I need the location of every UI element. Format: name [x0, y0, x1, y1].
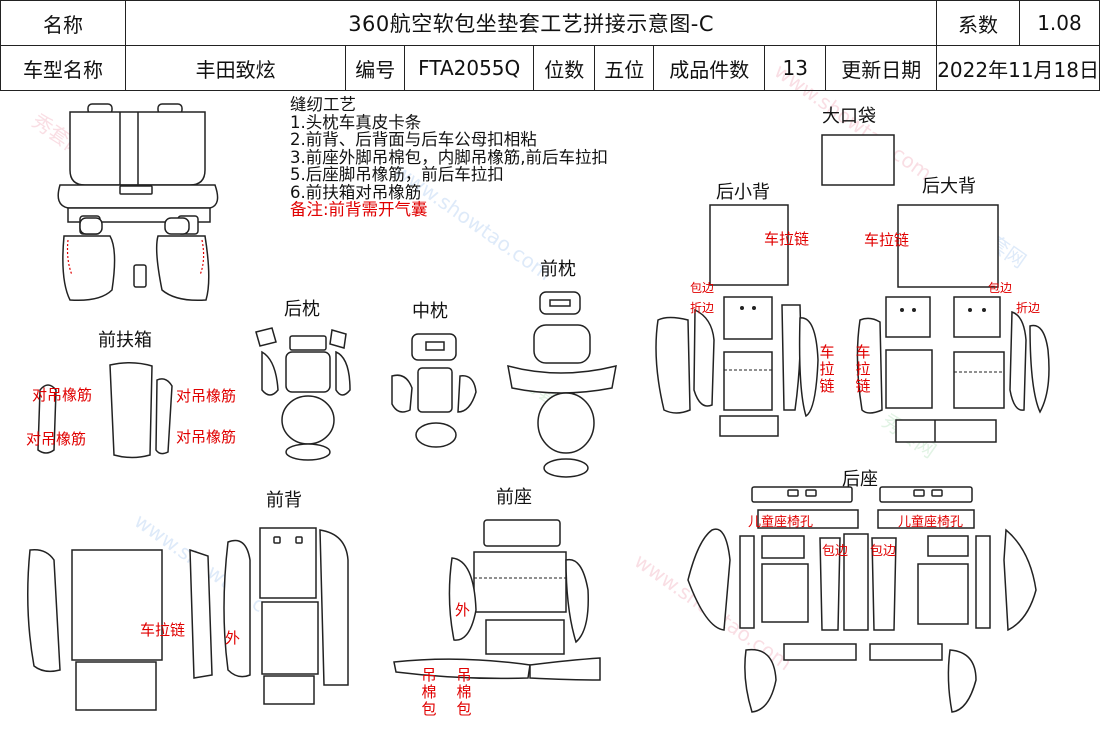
model-label: 车型名称 — [0, 45, 126, 91]
rear-big-back-pieces — [856, 296, 1050, 443]
pieces-label: 成品件数 — [653, 45, 766, 91]
code-label: 编号 — [345, 45, 406, 91]
note-outer: 外 — [455, 601, 471, 619]
code-value: FTA2055Q — [404, 45, 535, 91]
name-label: 名称 — [0, 0, 126, 46]
note-wrap: 包边 — [870, 544, 897, 559]
document-title: 360航空软包坐垫套工艺拼接示意图-C — [124, 0, 938, 46]
note-child-seat-hole: 儿童座椅孔 — [748, 515, 814, 530]
rear-seat-pieces — [687, 486, 1037, 713]
front-armrest-pieces — [37, 362, 173, 459]
note-zipper: 车拉链 — [140, 621, 186, 639]
pattern-diagram — [27, 103, 1050, 713]
notes-heading: 缝纫工艺 — [290, 95, 356, 114]
label-rear-big-back: 后大背 — [922, 176, 976, 197]
note-fold: 折边 — [690, 301, 715, 315]
note-zipper: 车拉链 — [764, 230, 810, 248]
note-elastic: 对吊橡筋 — [176, 428, 237, 446]
note-item: 2.前背、后背面与后车公母扣相粘 — [290, 130, 537, 149]
note-item: 3.前座外脚吊棉包，内脚吊橡筋,前后车拉扣 — [290, 147, 608, 167]
pieces-value: 13 — [764, 45, 827, 91]
label-rear-seat: 后座 — [842, 469, 878, 490]
note-elastic: 对吊橡筋 — [26, 430, 87, 448]
note-zipper: 车拉链 — [864, 231, 910, 249]
label-rear-pillow: 后枕 — [284, 299, 320, 320]
coef-value: 1.08 — [1018, 0, 1100, 46]
label-rear-small-back: 后小背 — [716, 182, 770, 203]
mid-pillow-pieces — [391, 333, 477, 448]
note-outer: 外 — [225, 629, 241, 647]
note-wrap: 包边 — [822, 544, 849, 559]
note-zipper-vertical: 车拉链 — [855, 343, 871, 395]
seat-overview-illustration — [57, 103, 219, 302]
note-zipper-vertical: 车拉链 — [819, 343, 835, 395]
front-back-pieces — [27, 527, 349, 711]
sewing-notes: 缝纫工艺 1.头枕车真皮卡条 2.前背、后背面与后车公母扣相粘 3.前座外脚吊棉… — [290, 96, 608, 219]
note-fold: 折边 — [1016, 301, 1041, 315]
note-item: 1.头枕车真皮卡条 — [290, 112, 422, 132]
note-wrap: 包边 — [988, 281, 1013, 295]
note-item: 6.前扶箱对吊橡筋 — [290, 182, 422, 202]
note-wrap: 包边 — [690, 281, 715, 295]
note-cotton-bag: 吊棉包 — [456, 666, 472, 718]
coef-label: 系数 — [936, 0, 1020, 46]
rear-pillow-pieces — [255, 327, 351, 461]
seats-label: 位数 — [533, 45, 596, 91]
label-mid-pillow: 中枕 — [412, 301, 448, 322]
note-child-seat-hole: 儿童座椅孔 — [898, 515, 964, 530]
front-pillow-pieces — [507, 291, 617, 478]
rear-small-back-pieces — [655, 296, 819, 437]
update-label: 更新日期 — [825, 45, 938, 91]
model-value: 丰田致炫 — [124, 45, 347, 91]
label-front-seat: 前座 — [496, 487, 532, 508]
label-front-armrest: 前扶箱 — [98, 330, 152, 351]
note-cotton-bag: 吊棉包 — [421, 666, 437, 718]
label-front-back: 前背 — [266, 490, 302, 511]
notes-remark: 备注:前背需开气囊 — [290, 200, 428, 219]
update-value: 2022年11月18日 — [936, 45, 1100, 91]
front-seat-pieces — [393, 519, 601, 681]
note-item: 5.后座脚吊橡筋，前后车拉扣 — [290, 165, 504, 184]
header-table: 名称 360航空软包坐垫套工艺拼接示意图-C 系数 1.08 车型名称 丰田致炫… — [0, 0, 1100, 91]
note-elastic: 对吊橡筋 — [32, 386, 93, 404]
seats-value: 五位 — [594, 45, 655, 91]
label-big-pocket: 大口袋 — [822, 106, 876, 127]
note-elastic: 对吊橡筋 — [176, 387, 237, 405]
label-front-pillow: 前枕 — [540, 259, 576, 280]
